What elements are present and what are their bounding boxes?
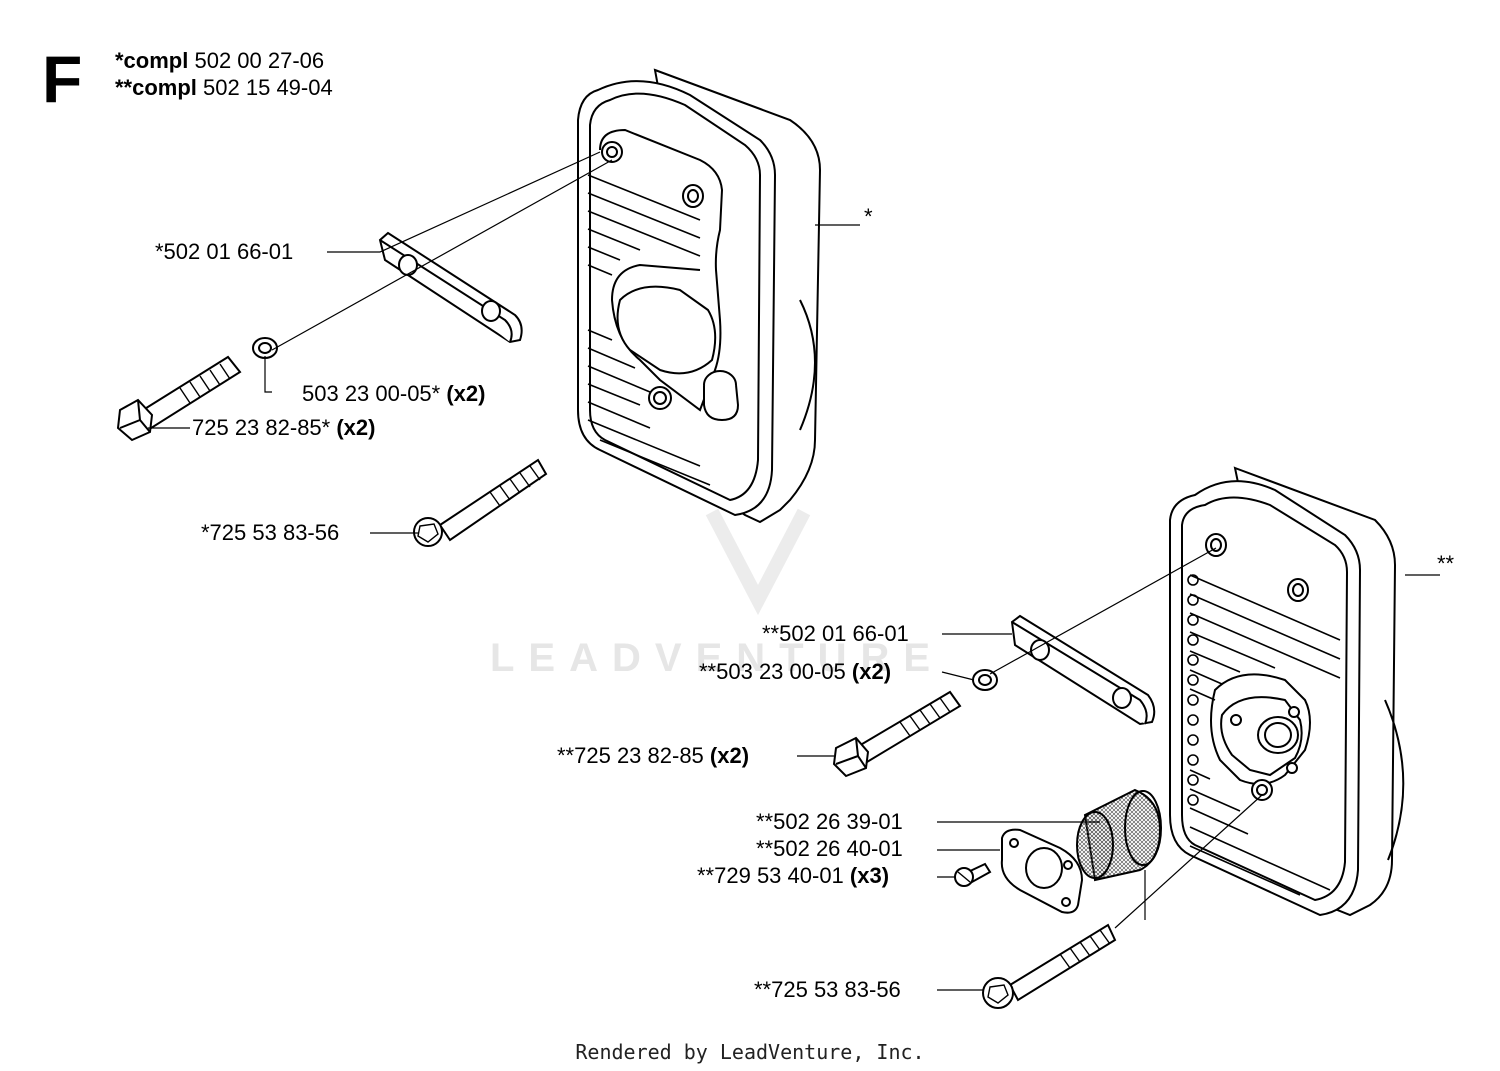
- bracket-lower: [1010, 614, 1156, 726]
- callout-label: **502 26 39-01: [756, 809, 903, 834]
- callout-label: 725 23 82-85* (x2): [192, 415, 376, 440]
- callout-label: **729 53 40-01 (x3): [697, 863, 890, 888]
- washer-upper: [252, 337, 278, 359]
- bracket-upper: [378, 231, 523, 344]
- socket-screw-upper: [413, 458, 548, 547]
- washer-lower: [972, 669, 998, 691]
- callout-label: *: [864, 204, 873, 229]
- callout-label: **502 26 40-01: [756, 836, 903, 861]
- callout-label: *725 53 83-56: [201, 520, 340, 545]
- assembly-marker: *compl: [115, 48, 189, 73]
- muffler-lower: [1169, 466, 1405, 917]
- callout-label: **725 53 83-56: [754, 977, 901, 1002]
- assembly-number: 502 15 49-04: [203, 75, 333, 100]
- callout-label: 503 23 00-05* (x2): [302, 381, 486, 406]
- assembly-line-2: **compl 502 15 49-04: [115, 76, 333, 100]
- callout-label: *502 01 66-01: [155, 239, 294, 264]
- assembly-line-1: *compl 502 00 27-06: [115, 49, 324, 73]
- footer-credit: Rendered by LeadVenture, Inc.: [575, 1040, 925, 1064]
- callout-label: **503 23 00-05 (x2): [699, 659, 892, 684]
- muffler-upper-slots: [587, 174, 711, 486]
- watermark-text: LEADVENTURE: [490, 636, 945, 680]
- hex-bolt-upper: [116, 355, 242, 442]
- spark-arrester-screen: [1076, 788, 1162, 882]
- hex-bolt-lower: [832, 690, 962, 778]
- muffler-upper: [577, 68, 822, 524]
- section-letter: F: [42, 42, 83, 116]
- callout-label: **502 01 66-01: [762, 621, 909, 646]
- socket-screw-lower: [982, 923, 1117, 1009]
- leader-lines: [148, 151, 1440, 991]
- assembly-marker: **compl: [115, 75, 197, 100]
- callout-label: **725 23 82-85 (x2): [557, 743, 750, 768]
- assembly-number: 502 00 27-06: [194, 48, 325, 73]
- callout-label: **: [1437, 551, 1455, 576]
- cover-plate: [1000, 828, 1084, 914]
- small-screw: [954, 862, 992, 887]
- muffler-lower-slots: [1187, 574, 1341, 896]
